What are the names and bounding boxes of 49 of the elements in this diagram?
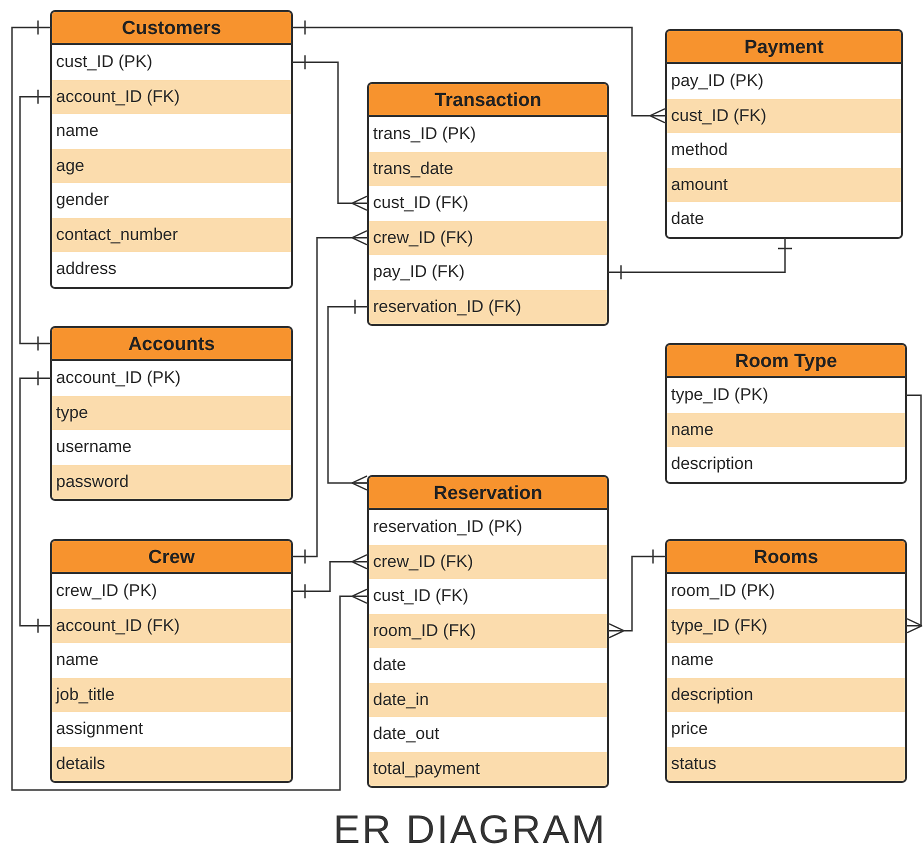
attribute-row: crew_ID (FK) [369, 544, 607, 579]
attribute-row: total_payment [369, 752, 607, 786]
attribute-row: type_ID (FK) [667, 608, 905, 643]
attribute-row: password [52, 464, 291, 499]
entity-name: Reservation [369, 477, 607, 510]
relationship-line [293, 554, 368, 599]
entity-table [665, 539, 907, 783]
attribute-row: contact_number [52, 218, 291, 252]
relationship-line [293, 20, 666, 124]
attribute-row: reservation_ID (FK) [369, 290, 607, 324]
entity-name: Room Type [667, 345, 905, 378]
entity-name: Crew [52, 541, 291, 574]
relationship-line [293, 54, 368, 211]
entity-name: Payment [667, 31, 901, 64]
diagram-title: ER DIAGRAM [332, 808, 608, 852]
entity-table [665, 29, 903, 238]
attribute-row: type [52, 396, 291, 430]
attribute-row: crew_ID (FK) [369, 220, 607, 255]
entity-name: Accounts [52, 328, 291, 361]
entity-table [50, 326, 293, 501]
relationship-line [293, 230, 368, 564]
relationship-line [19, 370, 50, 634]
relationship-line [11, 20, 368, 791]
attribute-row: age [52, 148, 291, 183]
entity-name: Customers [52, 12, 291, 45]
attribute-row: room_ID (FK) [369, 614, 607, 648]
relationship-line [19, 89, 50, 352]
relationship-line [609, 236, 793, 280]
relationship-line [608, 548, 665, 638]
attribute-row: description [667, 678, 905, 712]
attribute-row: name [667, 412, 905, 447]
entity-name: Transaction [369, 84, 607, 117]
attribute-row: trans_date [369, 152, 607, 186]
entity-table [367, 475, 609, 788]
attribute-row: status [667, 746, 905, 781]
attribute-row: job_title [52, 678, 291, 712]
entity-name: Rooms [667, 541, 905, 574]
entity-table [50, 539, 293, 783]
attribute-row: amount [667, 168, 901, 202]
relationship-line [327, 299, 368, 491]
attribute-row: cust_ID (FK) [667, 98, 901, 133]
attribute-row: details [52, 746, 291, 781]
attribute-row: account_ID (FK) [52, 608, 291, 643]
entity-table [50, 10, 293, 288]
attribute-row: account_ID (FK) [52, 80, 291, 114]
attribute-row: date_in [369, 682, 607, 717]
relationship-line [906, 394, 923, 634]
entity-table [665, 343, 907, 484]
entity-table [367, 82, 609, 326]
